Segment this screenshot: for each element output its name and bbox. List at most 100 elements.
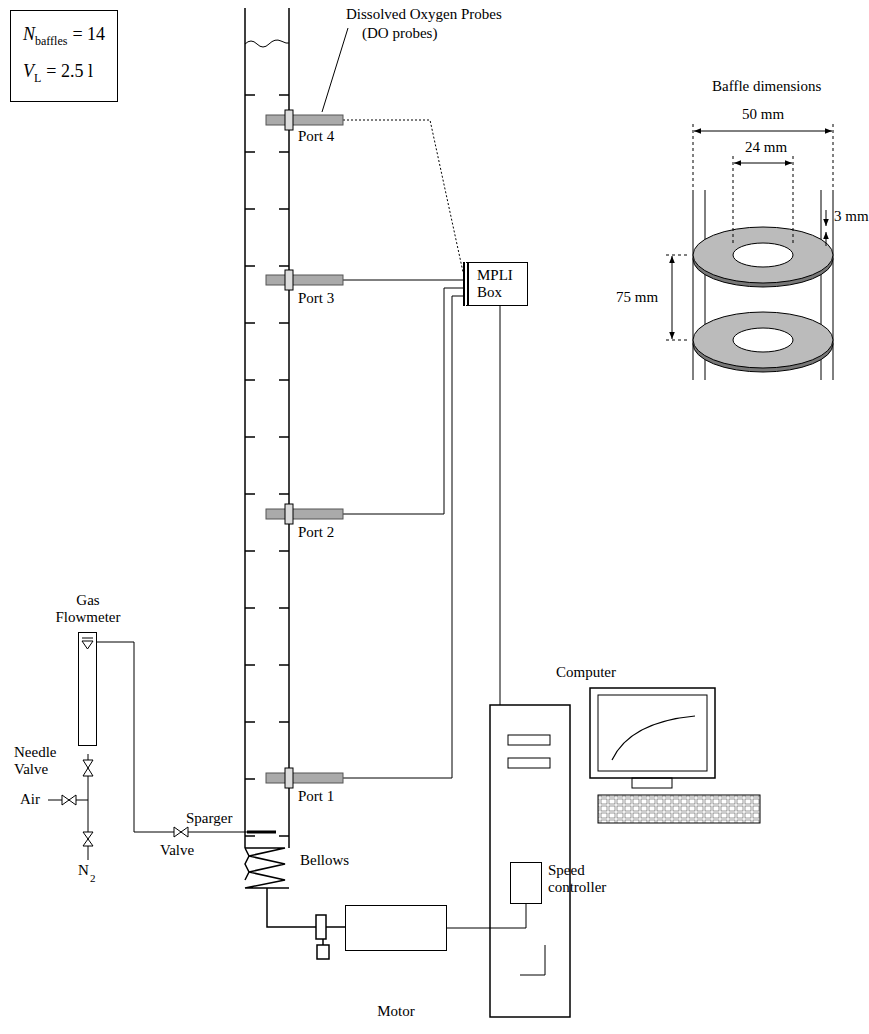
motor-body [345,905,447,951]
coupling [316,915,326,939]
interface-box: MPLI Box [463,262,528,306]
bellows [245,848,249,880]
leader-line [322,28,348,112]
computer-tower [490,705,570,1017]
controller-body [510,862,542,904]
sparger [247,831,276,834]
baffle-tick [279,322,289,324]
baffle-tick [279,607,289,609]
extension-line [693,124,694,190]
screen [598,695,707,771]
dimension-arrow [826,232,827,246]
extension-line [666,340,690,341]
baffle-disk [693,227,833,372]
baffle-tick [245,493,255,495]
do-probe [266,773,343,783]
bellows [245,848,289,888]
shaft [322,939,324,945]
formula-line: VL = 2.5 l [23,56,105,93]
float-symbol [79,633,96,745]
gas-subscript: 2 [90,870,96,887]
baffle-tick [279,493,289,495]
screen-curve [612,716,695,760]
gas-label: N [78,862,89,879]
probe-wire [343,288,465,514]
dimension-arrow [826,210,827,226]
baffle-tick [245,436,255,438]
dimension-label: 24 mm [745,139,787,156]
dimension-arrow [734,163,792,164]
heading-label: Baffle dimensions [712,78,821,95]
baffle-tick [279,94,289,96]
piston-rod [267,888,316,927]
probe-label: Dissolved Oxygen Probes [346,6,502,23]
part-label: Valve [160,842,194,859]
baffle-tick [279,265,289,267]
extension-line [666,255,690,256]
part-label: Air [20,791,40,808]
baffle-tick [245,208,255,210]
port-flange [285,504,293,524]
formula-text: N [23,24,35,44]
baffle-tick [279,550,289,552]
monitor-stand [632,778,672,788]
valve-symbol [174,827,188,837]
formula-text: = 2.5 l [46,61,93,81]
part-label: Sparger [186,810,232,827]
gas-line [97,642,247,832]
dimension-label: 75 mm [616,289,658,306]
tower-mark [520,945,545,975]
probe-wire [343,280,465,281]
node-text: Speed controller [548,862,623,896]
baffle-tick [279,721,289,723]
data-cable [500,304,501,705]
dimension-arrow [672,256,673,339]
signal-wire [447,904,526,928]
baffle-tick [279,835,289,837]
do-probe [266,509,343,519]
part-label: Needle Valve [14,744,74,778]
baffle-tick [245,94,255,96]
baffle-tick [245,778,255,780]
monitor [590,688,715,778]
probe-label: (DO probes) [362,25,437,42]
baffle-tick [245,265,255,267]
formula-line: Nbaffles= 14 [23,19,105,56]
subscript: baffles [35,34,67,48]
part-label: Computer [556,664,616,681]
motor-box: Motor [345,905,447,1020]
extension-line [833,124,834,190]
baffle-tick [245,379,255,381]
keyboard [598,795,760,823]
flowmeter-tube [78,632,97,746]
baffle-tick [245,835,255,837]
do-probe [266,275,343,285]
baffle-tick [279,151,289,153]
dimension-arrow [694,131,832,132]
baffle-tick [279,664,289,666]
baffle-tick [279,208,289,210]
drive-slot [508,758,550,768]
dimension-label: 50 mm [742,106,784,123]
probe-wire [343,296,465,778]
subscript: L [34,71,41,85]
port-label: Port 3 [298,290,334,307]
flowmeter: Gas Flowmeter [40,592,136,746]
port-flange [285,768,293,788]
port-label: Port 4 [298,128,334,145]
port-flange [285,270,293,290]
encoder [317,945,329,959]
needle-valve-symbol [83,760,93,776]
baffle-tick [245,721,255,723]
formula-text: V [23,61,34,81]
probe-wire [343,120,463,272]
part-label: Bellows [300,852,349,869]
port-label: Port 2 [298,524,334,541]
liquid-surface [245,40,289,47]
do-probe [266,115,343,125]
node-text: Motor [345,1003,447,1020]
baffle-tick [245,322,255,324]
parameter-box: Nbaffles= 14 VL = 2.5 l [10,10,118,102]
